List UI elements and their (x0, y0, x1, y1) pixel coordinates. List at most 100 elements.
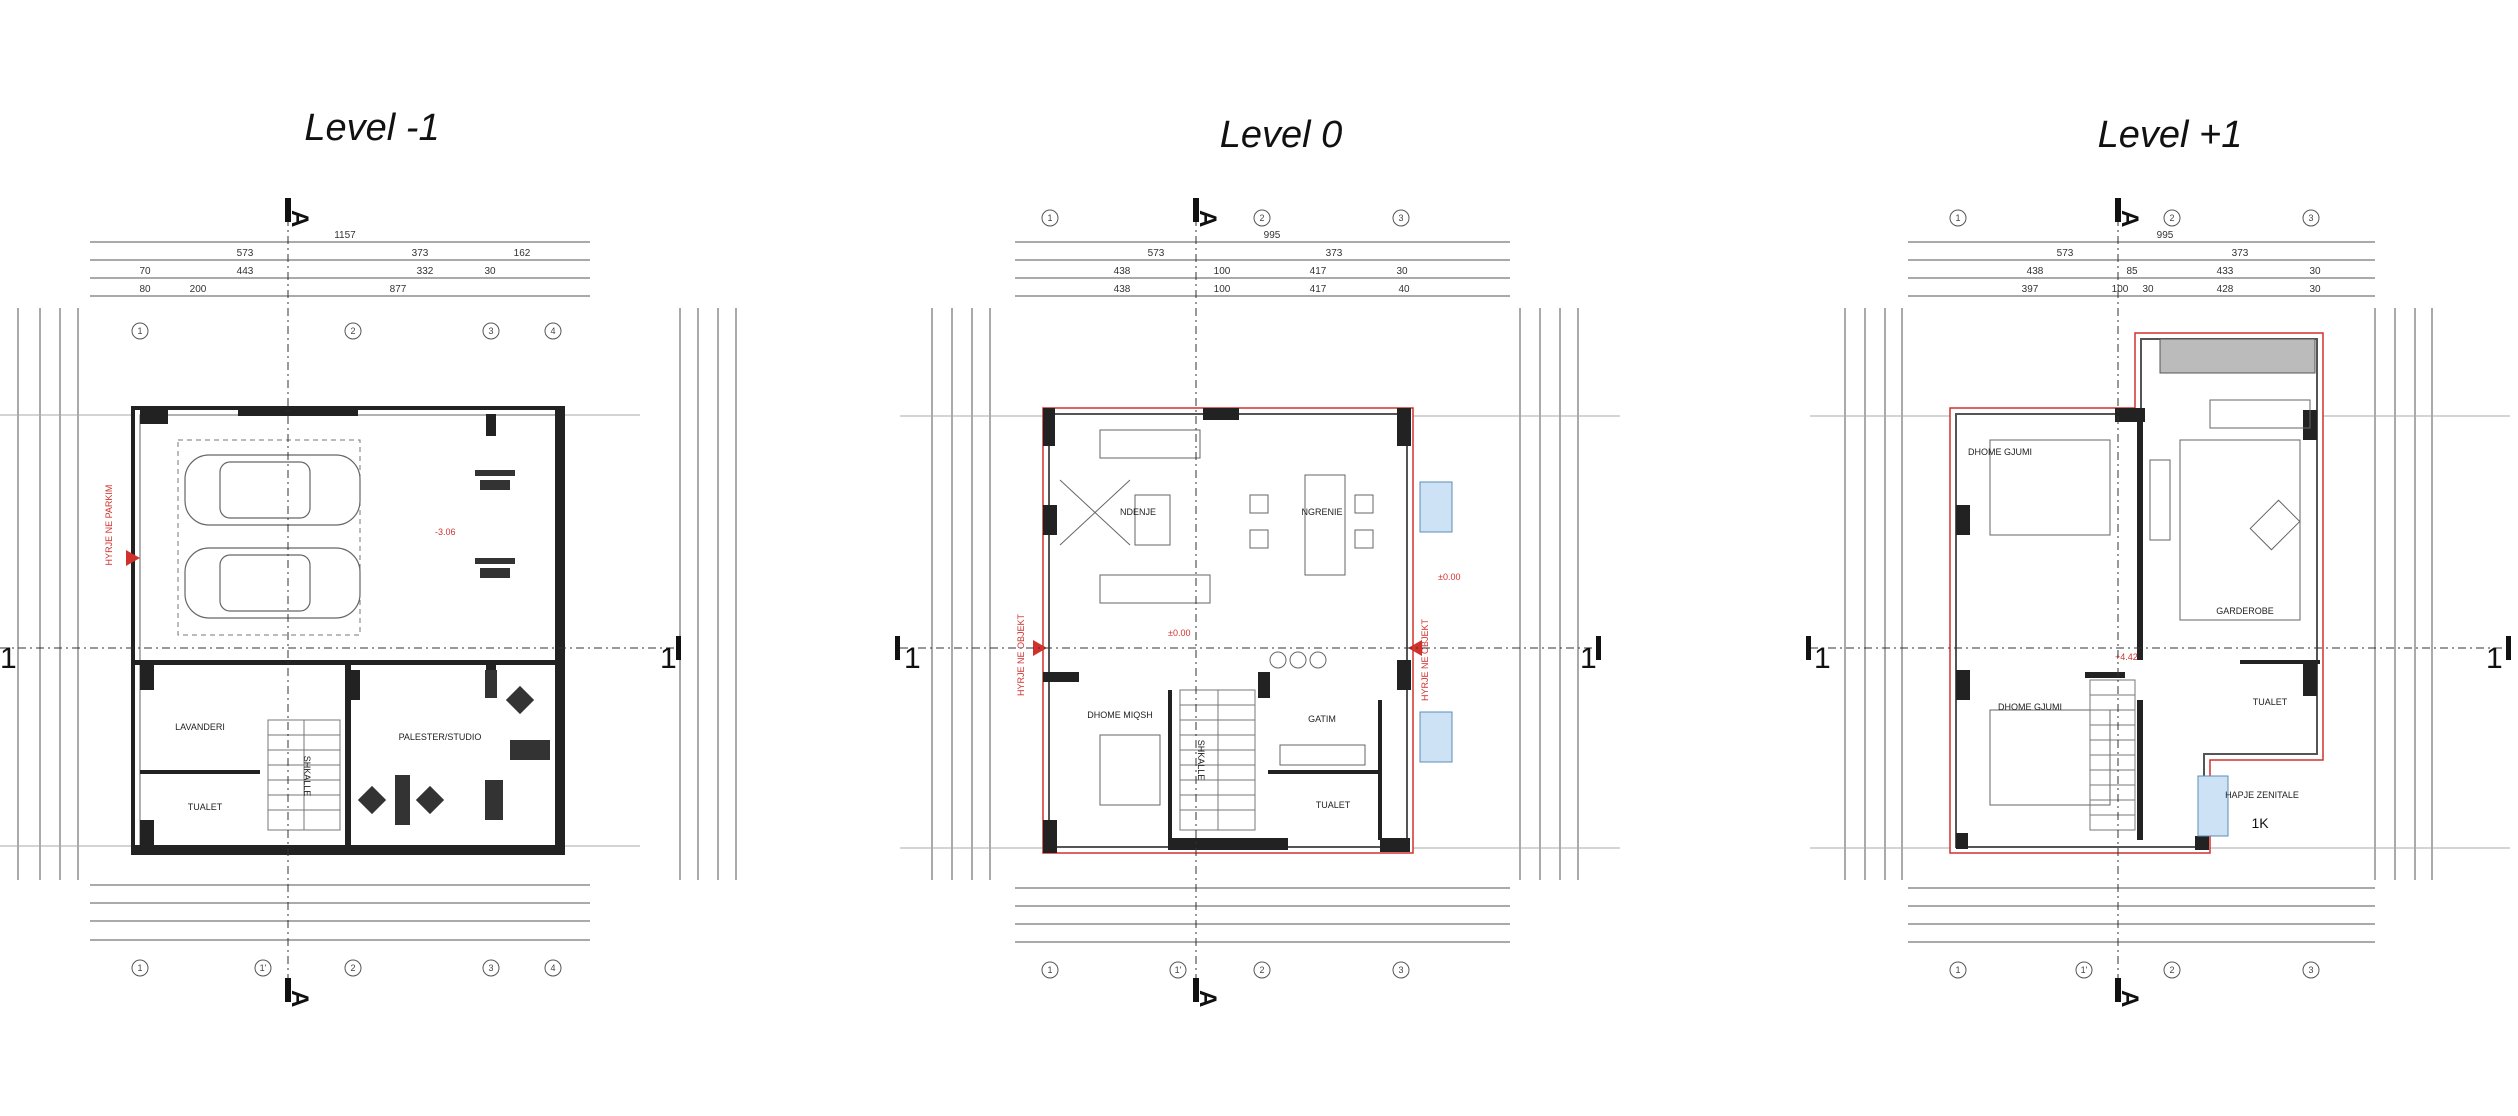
dim-label: 995 (1264, 230, 1281, 241)
top-dimension-lines (1015, 241, 1510, 943)
grid-label: 2 (1259, 213, 1264, 223)
top-dimension-lines (1908, 241, 2375, 943)
room-label: SHKALLE (1196, 740, 1206, 781)
section-label-a: A (286, 990, 313, 1007)
plan-title: Level 0 (1220, 114, 1343, 156)
grid-label: 4 (550, 963, 555, 973)
plan-level-minus-1: Level -1 1157 573 373 162 70 443 332 30 … (0, 107, 737, 1007)
level-marker: -3.06 (435, 527, 456, 537)
stairs (267, 719, 341, 831)
grid-bubbles (1041, 209, 1410, 979)
grid-label: 2 (2169, 965, 2174, 975)
dim-label: 428 (2217, 284, 2234, 295)
level-marker: ±0.00 (1168, 628, 1190, 638)
plan-title: Level -1 (304, 107, 439, 149)
grid-label: 1 (137, 963, 142, 973)
section-marker (285, 198, 291, 222)
walls (133, 408, 563, 853)
top-dimension-lines (90, 241, 590, 941)
section-label-1: 1 (2486, 642, 2503, 675)
grid-label: 1 (137, 326, 142, 336)
section-marker (676, 636, 681, 660)
plan-title: Level +1 (2098, 114, 2243, 156)
section-label-a: A (1194, 210, 1221, 227)
dim-label: 100 (1214, 266, 1231, 277)
section-marker (285, 978, 291, 1002)
room-label: GATIM (1308, 714, 1336, 724)
dim-label: 30 (2309, 284, 2321, 295)
grid-label: 4 (550, 326, 555, 336)
grid-label: 1 (1047, 965, 1052, 975)
exterior-wall (1042, 407, 1414, 854)
room-label: DHOME GJUMI (1998, 702, 2062, 712)
section-label-1: 1 (1580, 642, 1597, 675)
solar-panel-icon (1419, 481, 1453, 763)
grid-label: 1 (1955, 213, 1960, 223)
dim-label: 573 (2057, 248, 2074, 259)
skylight-icon (2197, 775, 2229, 837)
section-label-a: A (1194, 990, 1221, 1007)
room-label: LAVANDERI (175, 722, 225, 732)
level-marker: ±0.00 (1438, 572, 1460, 582)
gym-equipment-icon (357, 470, 550, 825)
entry-label: HYRJE NE OBJEKT (1420, 618, 1430, 701)
grid-label: 1' (2081, 965, 2088, 975)
dim-label: 373 (412, 248, 429, 259)
balcony (2159, 338, 2316, 374)
dim-label: 417 (1310, 266, 1327, 277)
walls (1043, 408, 1411, 853)
entry-arrow-icon (1408, 640, 1422, 656)
dim-label: 438 (1114, 284, 1131, 295)
dim-label: 200 (190, 284, 207, 295)
section-marker (1806, 636, 1811, 660)
room-label: HAPJE ZENITALE (2225, 790, 2299, 800)
grid-label: 3 (1398, 213, 1403, 223)
car-icon (184, 454, 361, 619)
stairs (1179, 689, 1256, 831)
room-label: SHKALLE (302, 756, 312, 797)
section-label-1: 1 (904, 642, 921, 675)
section-marker (2115, 978, 2121, 1002)
dim-label: 70 (139, 266, 151, 277)
section-marker (1193, 978, 1199, 1002)
section-label-1: 1 (1814, 642, 1831, 675)
room-label: DHOME GJUMI (1968, 447, 2032, 457)
section-label-a: A (2116, 990, 2143, 1007)
side-dimension-lines (1810, 308, 2510, 880)
section-marker (2115, 198, 2121, 222)
section-marker (895, 636, 900, 660)
grid-label: 2 (2169, 213, 2174, 223)
dim-label: 1157 (334, 230, 356, 241)
grid-label: 3 (488, 963, 493, 973)
grid-label: 1 (1955, 965, 1960, 975)
dim-label: 332 (417, 266, 434, 277)
interior-outline (1955, 338, 2318, 848)
grid-label: 3 (2308, 965, 2313, 975)
dim-label: 85 (2126, 266, 2138, 277)
entry-label: HYRJE NE OBJEKT (1016, 613, 1026, 696)
dim-label: 417 (1310, 284, 1327, 295)
dim-label: 573 (1148, 248, 1165, 259)
exterior-wall (1949, 332, 2324, 854)
section-label-1: 1 (0, 642, 17, 675)
grid-label: 2 (1259, 965, 1264, 975)
dim-label: 433 (2217, 266, 2234, 277)
dim-label: 995 (2157, 230, 2174, 241)
grid-label: 2 (350, 963, 355, 973)
entry-label: HYRJE NE PARKIM (104, 485, 114, 566)
parking-area (177, 439, 361, 636)
dim-label: 397 (2022, 284, 2039, 295)
room-label: PALESTER/STUDIO (399, 732, 482, 742)
section-marker (1193, 198, 1199, 222)
level-marker: +4.42 (2115, 652, 2138, 662)
room-label: TUALET (2253, 697, 2288, 707)
entry-arrow-icon (126, 550, 140, 566)
walls (1956, 408, 2320, 850)
furniture (1989, 399, 2311, 806)
dim-label: 30 (484, 266, 496, 277)
section-label-a: A (286, 210, 313, 227)
room-label: NGRENIE (1301, 507, 1342, 517)
grid-label: 1 (1047, 213, 1052, 223)
dim-label: 80 (139, 284, 151, 295)
